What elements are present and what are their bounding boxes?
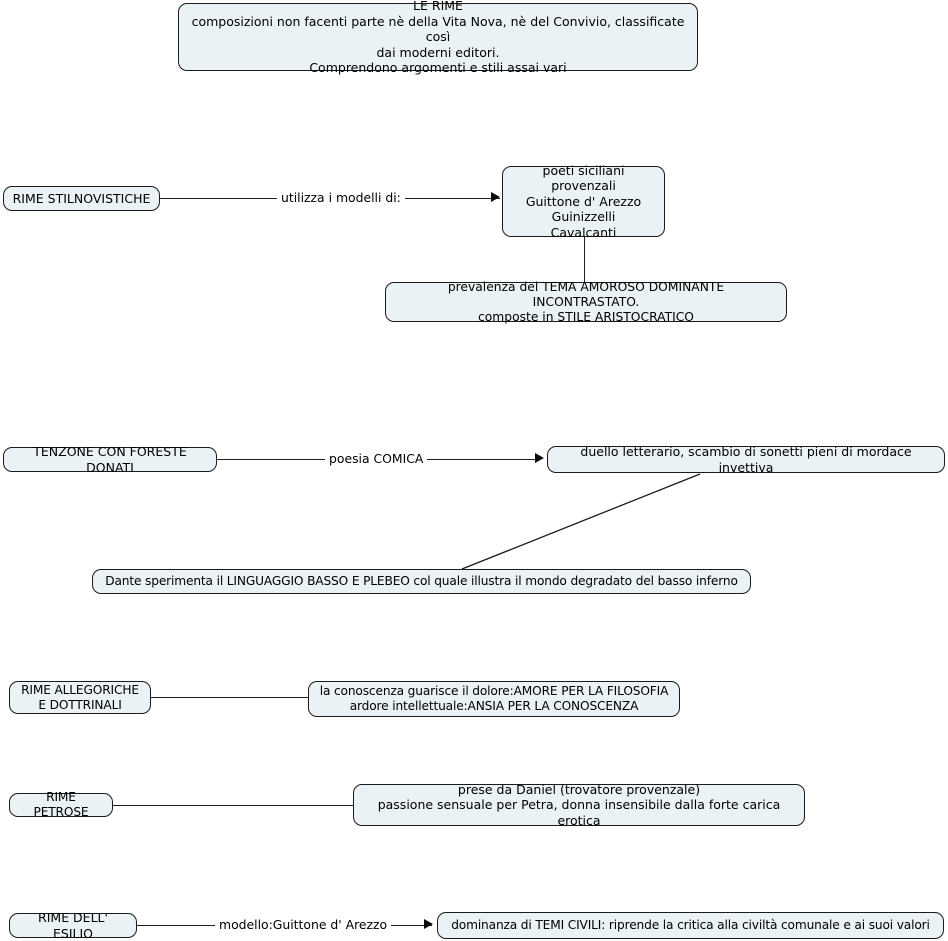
arrowhead-tenzone (535, 453, 544, 463)
node-prese-da-daniel[interactable]: prese da Daniel (trovatore provenzale) p… (353, 782, 805, 828)
node-rime-stilnovistiche[interactable]: RIME STILNOVISTICHE (3, 186, 160, 211)
connector-poeti-to-tema (584, 237, 585, 282)
node-rime-allegoriche-dottrinali[interactable]: RIME ALLEGORICHE E DOTTRINALI (9, 681, 151, 714)
node-duello-letterario[interactable]: duello letterario, scambio di sonetti pi… (547, 444, 945, 475)
edge-label-modello-guittone: modello:Guittone d' Arezzo (215, 918, 392, 932)
node-tema-amoroso[interactable]: prevalenza del TEMA AMOROSO DOMINANTE IN… (385, 280, 787, 324)
arrowhead-esilio (424, 919, 433, 929)
node-conoscenza-guarisce-dolore[interactable]: la conoscenza guarisce il dolore:AMORE P… (308, 681, 680, 717)
node-tenzone-foreste-donati[interactable]: TENZONE CON FORESTE DONATI (3, 444, 217, 475)
arrowhead-stilnovistiche (491, 192, 500, 202)
edge-label-utilizza-i-modelli: utilizza i modelli di: (277, 191, 405, 205)
edge-label-poesia-comica: poesia COMICA (325, 452, 428, 466)
connector-petrose (112, 805, 354, 806)
connector-allegoriche (150, 697, 309, 698)
node-linguaggio-basso-plebeo[interactable]: Dante sperimenta il LINGUAGGIO BASSO E P… (92, 569, 751, 594)
node-poeti-modelli[interactable]: poeti siciliani provenzali Guittone d' A… (502, 163, 665, 240)
node-rime-dell-esilio[interactable]: RIME DELL' ESILIO (9, 910, 137, 941)
node-dominanza-temi-civili[interactable]: dominanza di TEMI CIVILI: riprende la cr… (437, 912, 944, 939)
node-le-rime[interactable]: LE RIME composizioni non facenti parte n… (178, 0, 698, 75)
node-rime-petrose[interactable]: RIME PETROSE (9, 790, 113, 819)
